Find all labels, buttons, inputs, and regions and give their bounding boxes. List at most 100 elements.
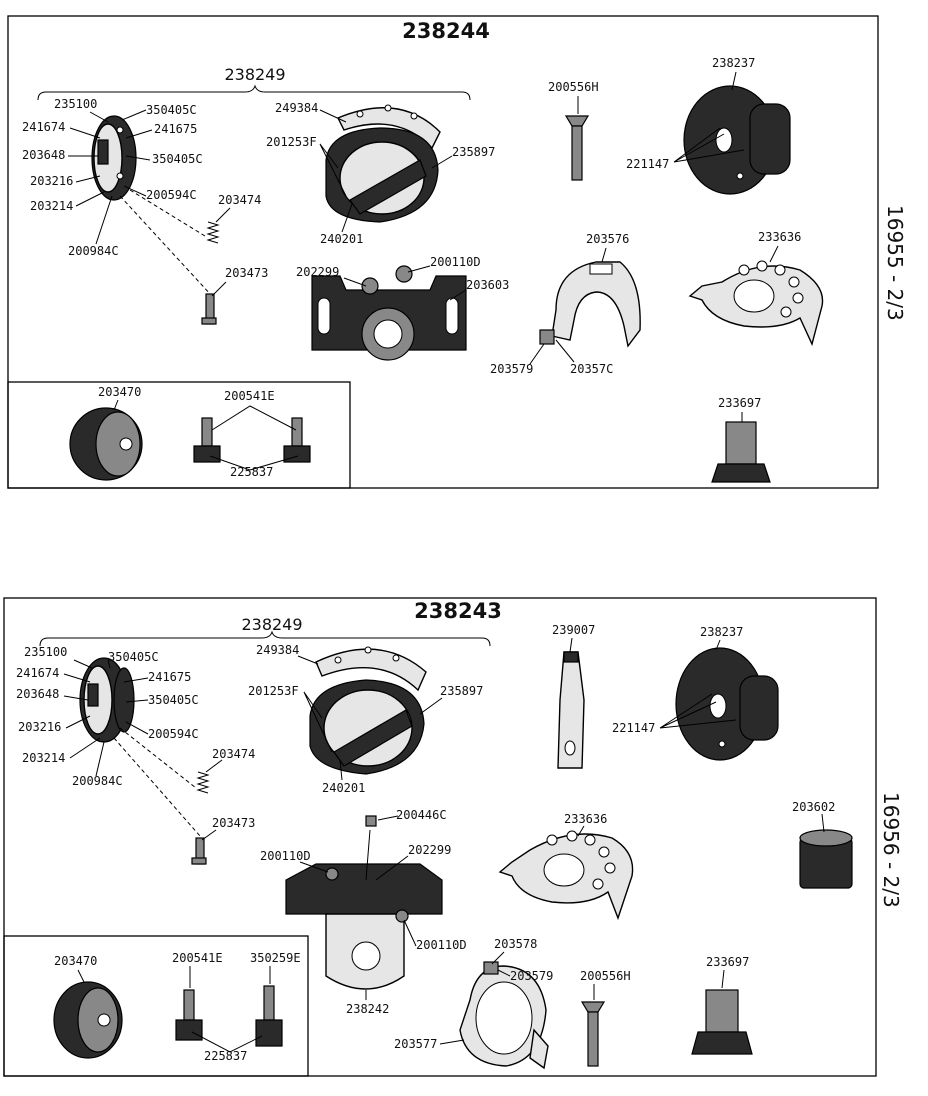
- p2-label-201253f: 201253F: [248, 684, 299, 698]
- p2-label-200110d-a: 200110D: [260, 849, 311, 863]
- bobbin-case-holder-233636: [688, 260, 824, 347]
- p2-label-350259e: 350259E: [250, 951, 301, 965]
- bobbin-203470-2: [53, 981, 123, 1059]
- p2-label-240201: 240201: [322, 781, 365, 795]
- panel1-sub-assembly-brace: [37, 84, 471, 101]
- p1-label-200594c: 200594C: [146, 188, 197, 202]
- bobbin-case-base-238237: [683, 85, 791, 195]
- bobbin-203470: [69, 407, 143, 481]
- panel2-side-label: 16956 - 2/3: [879, 792, 903, 908]
- p1-label-202299: 202299: [296, 265, 339, 279]
- p2-label-203473: 203473: [212, 816, 255, 830]
- p1-label-200110d: 200110D: [430, 255, 481, 269]
- p1-label-221147: 221147: [626, 157, 669, 171]
- p2-label-239007: 239007: [552, 623, 595, 637]
- p2-label-203214: 203214: [22, 751, 65, 765]
- p2-label-241675: 241675: [148, 670, 191, 684]
- p1-label-225837: 225837: [230, 465, 273, 479]
- panel-238243: 238243 238249 16956 - 2/3 235100 350405C…: [3, 597, 903, 1077]
- p2-label-200110d-b: 200110D: [416, 938, 467, 952]
- p1-label-240201: 240201: [320, 232, 363, 246]
- position-finger-203576: [539, 261, 641, 348]
- latch-203473-2: [191, 837, 207, 865]
- spring-203474: [206, 221, 220, 244]
- rotating-hook-part: [325, 104, 441, 223]
- p1-label-233697: 233697: [718, 396, 761, 410]
- p1-label-241674: 241674: [22, 120, 65, 134]
- p1-label-233636: 233636: [758, 230, 801, 244]
- p2-label-350405c-b: 350405C: [148, 693, 199, 707]
- gear-233697: [711, 421, 771, 483]
- p1-label-249384: 249384: [275, 101, 318, 115]
- screw-200556h-2: [580, 1001, 606, 1067]
- p2-label-200984c: 200984C: [72, 774, 123, 788]
- panel2-sub-assembly-number: 238249: [241, 615, 302, 634]
- p2-label-238242: 238242: [346, 1002, 389, 1016]
- p1-label-203648: 203648: [22, 148, 65, 162]
- panel1-assembly-number: 238244: [402, 19, 490, 43]
- p1-label-203216: 203216: [30, 174, 73, 188]
- p2-label-225837: 225837: [204, 1049, 247, 1063]
- p2-label-235897: 235897: [440, 684, 483, 698]
- panel1-side-label: 16955 - 2/3: [883, 205, 907, 321]
- hook-saddle-203603: [311, 265, 467, 361]
- p1-label-203576: 203576: [586, 232, 629, 246]
- p1-label-203214: 203214: [30, 199, 73, 213]
- screw-200556h: [564, 115, 590, 181]
- p2-label-203579: 203579: [510, 969, 553, 983]
- bobbin-case-base-238237-2: [675, 647, 779, 761]
- p2-label-203474: 203474: [212, 747, 255, 761]
- latch-203473: [201, 293, 217, 325]
- ring-203577: [459, 961, 549, 1070]
- p2-label-203470: 203470: [54, 954, 97, 968]
- p2-label-203216: 203216: [18, 720, 61, 734]
- p1-label-241675: 241675: [154, 122, 197, 136]
- p2-label-233697: 233697: [706, 955, 749, 969]
- p2-label-200594c: 200594C: [148, 727, 199, 741]
- p1-label-203474: 203474: [218, 193, 261, 207]
- p1-label-200984c: 200984C: [68, 244, 119, 258]
- p2-label-221147: 221147: [612, 721, 655, 735]
- p1-label-203579: 203579: [490, 362, 533, 376]
- panel1-sub-assembly-number: 238249: [224, 65, 285, 84]
- p2-label-233636: 233636: [564, 812, 607, 826]
- p2-label-203578: 203578: [494, 937, 537, 951]
- bobbin-case-holder-233636-2: [498, 830, 634, 921]
- p2-label-350405c-a: 350405C: [108, 650, 159, 664]
- screws-225837-2: [175, 985, 283, 1047]
- p2-label-200446c: 200446C: [396, 808, 447, 822]
- p1-label-201253f: 201253F: [266, 135, 317, 149]
- p1-label-238237: 238237: [712, 56, 755, 70]
- p2-label-203577: 203577: [394, 1037, 437, 1051]
- panel1-frame: [7, 15, 879, 489]
- screws-225837: [193, 417, 311, 463]
- gear-233697-2: [691, 989, 753, 1055]
- p1-label-200541e: 200541E: [224, 389, 275, 403]
- panel2-sub-assembly-brace: [39, 630, 491, 647]
- p2-label-249384: 249384: [256, 643, 299, 657]
- p2-label-235100: 235100: [24, 645, 67, 659]
- p2-label-203602: 203602: [792, 800, 835, 814]
- bobbin-case-part: [91, 115, 137, 201]
- p1-label-235100: 235100: [54, 97, 97, 111]
- p1-label-203470: 203470: [98, 385, 141, 399]
- p2-label-203648: 203648: [16, 687, 59, 701]
- p2-label-238237: 238237: [700, 625, 743, 639]
- panel-238244: 238244 238249 16955 - 2/3 235100 350405C…: [7, 15, 907, 489]
- hook-saddle-238242: [285, 815, 443, 990]
- p1-label-350405c-a: 350405C: [146, 103, 197, 117]
- p2-label-200541e: 200541E: [172, 951, 223, 965]
- rotating-hook-part-2: [309, 646, 427, 775]
- panel1-inset-frame: [7, 381, 351, 489]
- p1-label-203473: 203473: [225, 266, 268, 280]
- p2-label-202299: 202299: [408, 843, 451, 857]
- bushing-203602: [799, 829, 853, 889]
- p1-label-235897: 235897: [452, 145, 495, 159]
- p1-label-203570: 20357C: [570, 362, 613, 376]
- p2-label-200556h: 200556H: [580, 969, 631, 983]
- bobbin-case-part-2: [79, 657, 135, 743]
- p1-label-203603: 203603: [466, 278, 509, 292]
- panel2-frame: [3, 597, 877, 1077]
- position-bracket-239007: [557, 651, 585, 769]
